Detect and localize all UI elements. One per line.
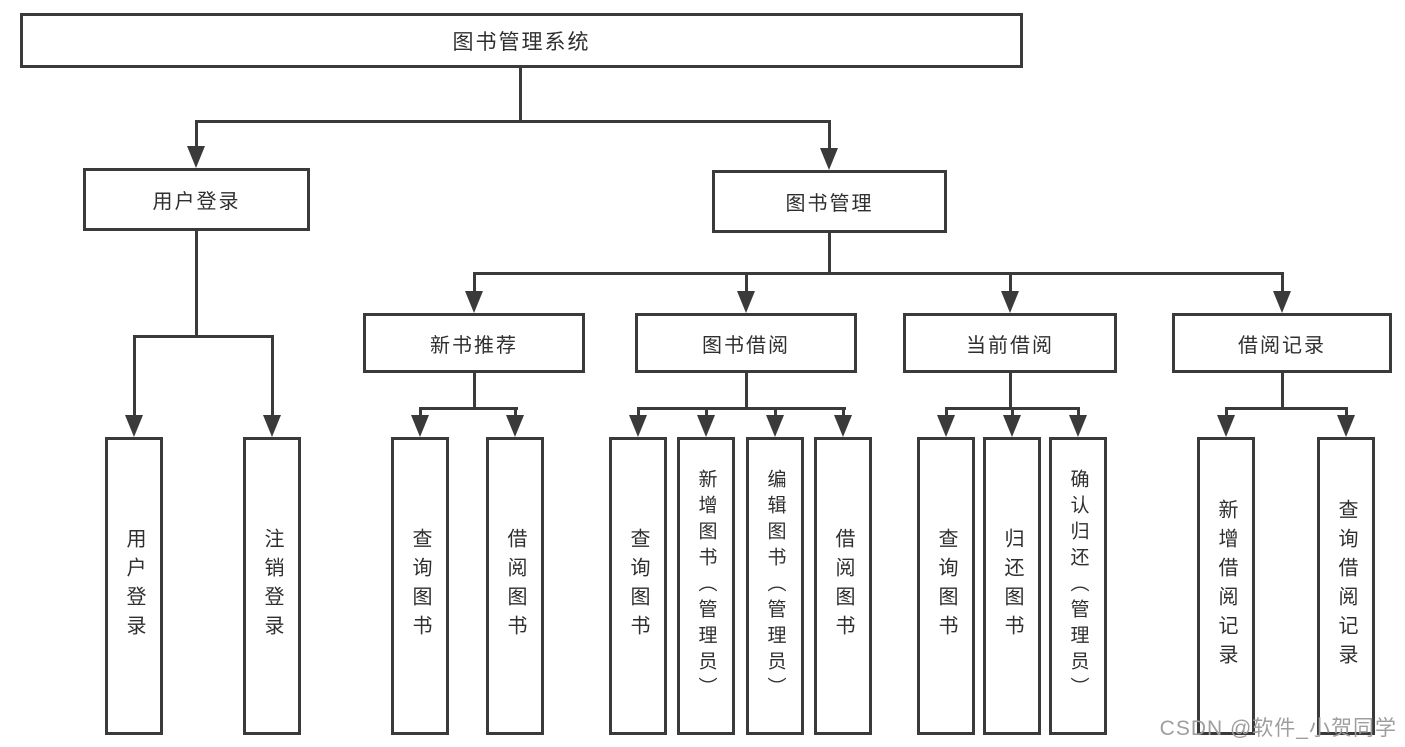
leaf-edit-books-admin: 编辑图书（管理员） bbox=[746, 437, 804, 735]
leaf-query-borrow-record: 查询借阅记录 bbox=[1317, 437, 1375, 735]
node-label: 新书推荐 bbox=[430, 334, 518, 357]
arrowhead-icon bbox=[125, 415, 143, 437]
arrowhead-icon bbox=[834, 415, 852, 437]
node-label: 注销登录 bbox=[261, 528, 283, 644]
arrowhead-icon bbox=[1337, 415, 1355, 437]
node-label: 新增借阅记录 bbox=[1215, 499, 1237, 673]
node-label: 查询图书 bbox=[627, 528, 649, 644]
arrowhead-icon bbox=[506, 415, 524, 437]
connector-line bbox=[637, 407, 640, 417]
connector-line bbox=[1345, 407, 1348, 417]
connector-line bbox=[1009, 272, 1012, 293]
arrowhead-icon bbox=[820, 148, 838, 170]
node-label: 查询图书 bbox=[935, 528, 957, 644]
arrowhead-icon bbox=[465, 291, 483, 313]
connector-line bbox=[271, 335, 274, 417]
connector-line bbox=[473, 272, 1283, 275]
connector-line bbox=[419, 407, 422, 417]
leaf-user-login: 用户登录 bbox=[105, 437, 163, 735]
connector-line bbox=[519, 68, 522, 120]
connector-line bbox=[774, 407, 777, 417]
connector-line bbox=[828, 120, 831, 150]
leaf-query-books-recommendation: 查询图书 bbox=[391, 437, 449, 735]
leaf-confirm-return-admin: 确认归还（管理员） bbox=[1049, 437, 1107, 735]
connector-line bbox=[514, 407, 517, 417]
arrowhead-icon bbox=[1069, 415, 1087, 437]
leaf-return-books: 归还图书 bbox=[983, 437, 1041, 735]
arrowhead-icon bbox=[411, 415, 429, 437]
arrowhead-icon bbox=[766, 415, 784, 437]
connector-line bbox=[133, 335, 274, 338]
node-user-login: 用户登录 bbox=[83, 168, 310, 231]
node-borrowing-records: 借阅记录 bbox=[1172, 313, 1392, 373]
node-book-borrowing: 图书借阅 bbox=[635, 313, 857, 373]
node-label: 借阅图书 bbox=[832, 528, 854, 644]
node-label: 图书管理系统 bbox=[452, 30, 591, 54]
arrowhead-icon bbox=[737, 291, 755, 313]
connector-line bbox=[637, 407, 846, 410]
node-current-borrowing: 当前借阅 bbox=[903, 313, 1117, 373]
node-label: 图书借阅 bbox=[702, 334, 790, 357]
connector-line bbox=[195, 120, 831, 123]
node-label: 查询图书 bbox=[409, 528, 431, 644]
node-label: 新增图书（管理员） bbox=[695, 469, 717, 703]
node-label: 归还图书 bbox=[1001, 528, 1023, 644]
node-label: 查询借阅记录 bbox=[1335, 499, 1357, 673]
connector-line bbox=[1077, 407, 1080, 417]
connector-line bbox=[473, 272, 476, 293]
arrowhead-icon bbox=[1217, 415, 1235, 437]
node-label: 借阅图书 bbox=[504, 528, 526, 644]
arrowhead-icon bbox=[629, 415, 647, 437]
arrowhead-icon bbox=[1273, 291, 1291, 313]
node-label: 确认归还（管理员） bbox=[1067, 469, 1089, 703]
leaf-borrow-books-recommendation: 借阅图书 bbox=[486, 437, 544, 735]
leaf-query-books-borrowing: 查询图书 bbox=[609, 437, 667, 735]
connector-line bbox=[1281, 373, 1284, 407]
leaf-borrow-books: 借阅图书 bbox=[814, 437, 872, 735]
node-label: 当前借阅 bbox=[966, 334, 1054, 357]
connector-line bbox=[745, 373, 748, 407]
connector-line bbox=[195, 120, 198, 148]
arrowhead-icon bbox=[187, 146, 205, 168]
node-label: 用户登录 bbox=[123, 528, 145, 644]
arrowhead-icon bbox=[1001, 291, 1019, 313]
node-label: 编辑图书（管理员） bbox=[764, 469, 786, 703]
node-book-management: 图书管理 bbox=[712, 170, 947, 233]
arrowhead-icon bbox=[697, 415, 715, 437]
connector-line bbox=[945, 407, 948, 417]
connector-line bbox=[419, 407, 518, 410]
arrowhead-icon bbox=[937, 415, 955, 437]
node-label: 图书管理 bbox=[785, 193, 874, 215]
leaf-add-borrow-record: 新增借阅记录 bbox=[1197, 437, 1255, 735]
connector-line bbox=[1281, 272, 1284, 293]
leaf-query-books-current: 查询图书 bbox=[917, 437, 975, 735]
connector-line bbox=[745, 272, 748, 293]
connector-line bbox=[705, 407, 708, 417]
connector-line bbox=[1225, 407, 1348, 410]
connector-line bbox=[195, 231, 198, 335]
connector-line bbox=[842, 407, 845, 417]
connector-line bbox=[473, 373, 476, 407]
connector-line bbox=[1225, 407, 1228, 417]
node-new-book-recommendation: 新书推荐 bbox=[363, 313, 585, 373]
connector-line bbox=[133, 335, 136, 417]
node-label: 用户登录 bbox=[152, 191, 241, 213]
node-label: 借阅记录 bbox=[1238, 334, 1326, 357]
connector-line bbox=[828, 233, 831, 272]
node-root-library-management-system: 图书管理系统 bbox=[20, 13, 1023, 68]
leaf-logout: 注销登录 bbox=[243, 437, 301, 735]
csdn-watermark: CSDN @软件_小贺同学 bbox=[1159, 717, 1397, 740]
arrowhead-icon bbox=[1003, 415, 1021, 437]
arrowhead-icon bbox=[263, 415, 281, 437]
leaf-add-books-admin: 新增图书（管理员） bbox=[677, 437, 735, 735]
connector-line bbox=[1011, 407, 1014, 417]
connector-line bbox=[1009, 373, 1012, 407]
